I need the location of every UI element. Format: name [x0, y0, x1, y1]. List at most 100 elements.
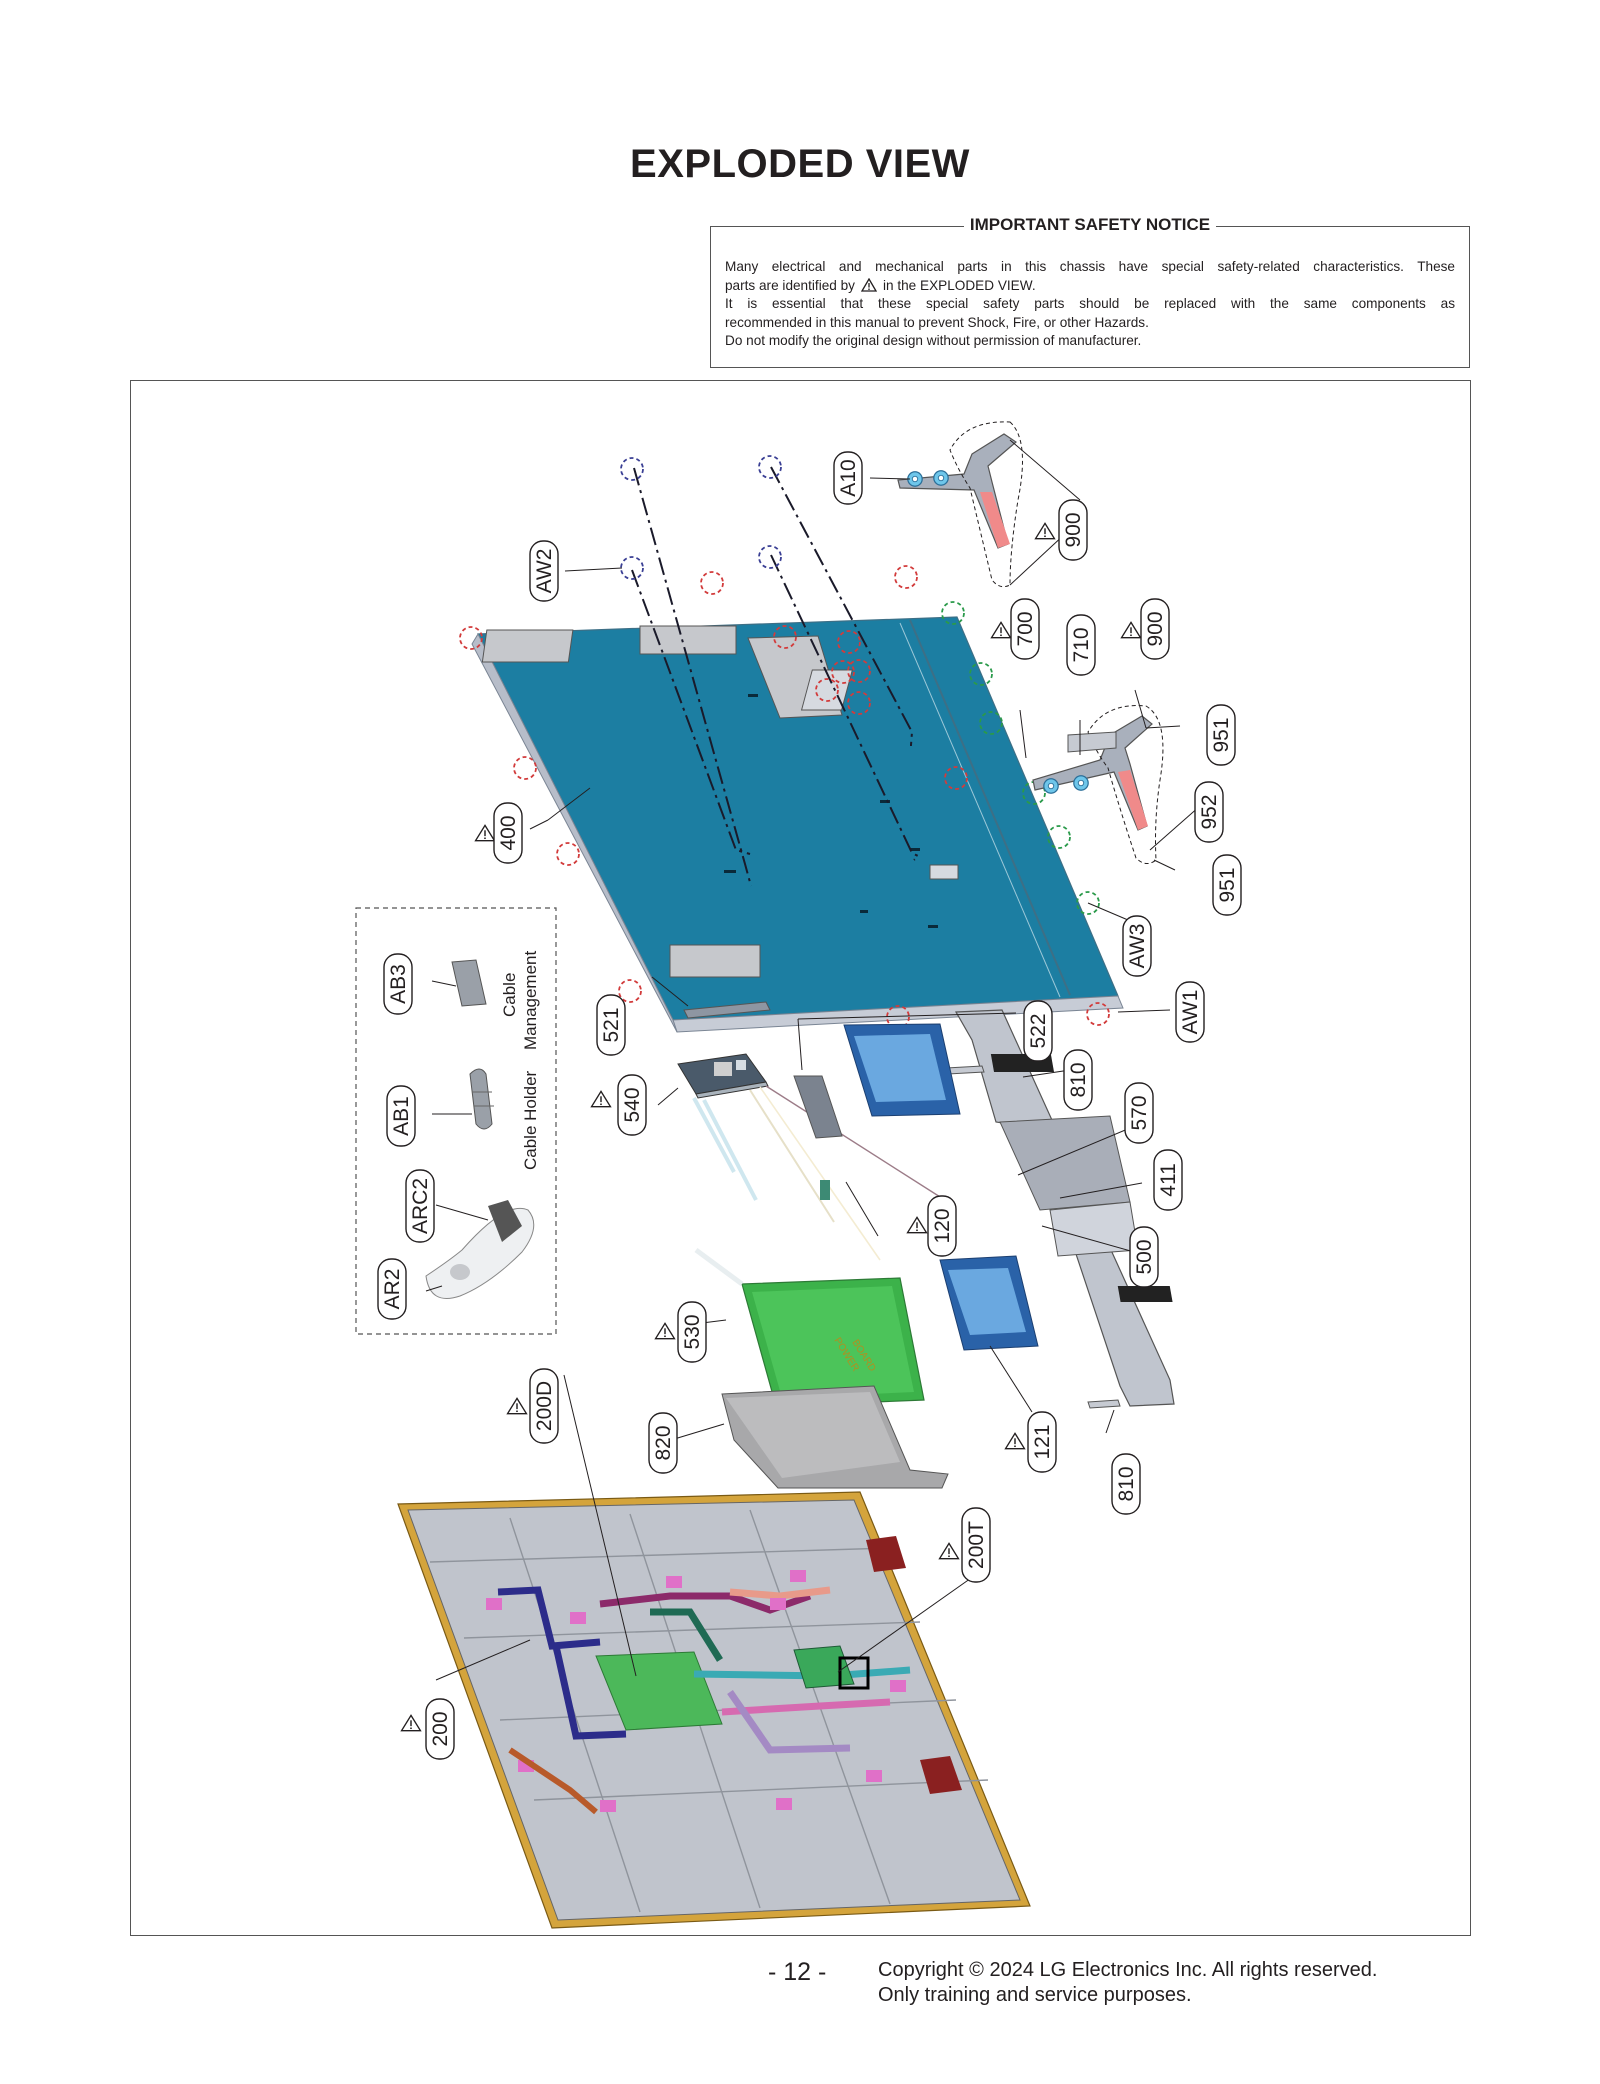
cable-management-label-2: Management: [521, 950, 540, 1050]
safety-notice-body: Many electrical and mechanical parts in …: [725, 258, 1455, 351]
warning-triangle-icon: [1034, 522, 1056, 540]
svg-text:810: 810: [1115, 1466, 1138, 1501]
callout-522: 522: [1023, 1000, 1053, 1062]
callout-AW1: AW1: [1175, 981, 1205, 1043]
notice-line-2-pre: parts are identified by: [725, 277, 855, 293]
callout-820: 820: [648, 1412, 678, 1474]
callout-810-b: 810: [1111, 1453, 1141, 1515]
svg-text:AW3: AW3: [1126, 924, 1149, 969]
svg-text:500: 500: [1133, 1239, 1156, 1274]
cable-holder-icon: [469, 1068, 494, 1130]
svg-text:522: 522: [1027, 1013, 1050, 1048]
notice-line-3: It is essential that these special safet…: [725, 296, 1455, 311]
warning-triangle-icon: [990, 621, 1012, 639]
notice-line-5: Do not modify the original design withou…: [725, 333, 1142, 348]
warning-triangle-icon: [506, 1397, 528, 1415]
callout-952: 952: [1194, 781, 1224, 843]
callout-710: 710: [1066, 614, 1096, 676]
callout-530: 530: [677, 1301, 707, 1363]
svg-text:570: 570: [1128, 1095, 1151, 1130]
cable-holder-label: Cable Holder: [521, 1070, 540, 1170]
svg-text:710: 710: [1070, 627, 1093, 662]
svg-text:ARC2: ARC2: [409, 1178, 432, 1234]
callout-AB3: AB3: [383, 953, 413, 1015]
warning-triangle-icon: [1004, 1432, 1026, 1450]
exploded-view-diagram: POWER BOARD: [355, 421, 1242, 1929]
svg-text:700: 700: [1014, 611, 1037, 646]
callout-400: 400: [493, 802, 523, 864]
power-board-530: POWER BOARD: [694, 1247, 925, 1407]
warning-triangle-icon: [654, 1322, 676, 1340]
stand-base-900-top: [897, 421, 1023, 588]
warning-triangle-icon: [860, 277, 877, 292]
stand-bracket-411: [954, 1009, 1175, 1407]
svg-text:521: 521: [600, 1007, 623, 1042]
svg-text:400: 400: [497, 815, 520, 850]
assembly-guide-lines: [631, 466, 920, 887]
display-module-200: [397, 1491, 1031, 1929]
svg-text:200T: 200T: [965, 1521, 988, 1569]
callout-900-lower: 900: [1140, 598, 1170, 660]
callout-AR2: AR2: [377, 1258, 407, 1320]
svg-text:530: 530: [681, 1314, 704, 1349]
svg-text:900: 900: [1062, 512, 1085, 547]
cable-management-clip-icon: [451, 959, 487, 1007]
callout-900-top: 900: [1058, 499, 1088, 561]
svg-text:810: 810: [1067, 1062, 1090, 1097]
speaker-board-120: [843, 1023, 1055, 1117]
warning-triangle-icon: [906, 1216, 928, 1234]
callout-121: 121: [1027, 1411, 1057, 1473]
page-title: EXPLODED VIEW: [630, 142, 970, 186]
callout-521: 521: [596, 994, 626, 1056]
warning-triangle-icon: [938, 1542, 960, 1560]
svg-text:120: 120: [931, 1208, 954, 1243]
callout-AW2: AW2: [529, 540, 559, 602]
notice-line-1: Many electrical and mechanical parts in …: [725, 259, 1455, 274]
notice-line-4: recommended in this manual to prevent Sh…: [725, 314, 1149, 330]
main-board-540: [677, 1001, 949, 1261]
callout-AW3: AW3: [1122, 915, 1152, 977]
callout-700: 700: [1010, 598, 1040, 660]
svg-text:540: 540: [621, 1087, 644, 1122]
callout-951-a: 951: [1206, 704, 1236, 766]
warning-triangle-icon: [474, 824, 496, 842]
callout-A10: A10: [833, 451, 863, 505]
callout-540: 540: [617, 1074, 647, 1136]
callout-951-b: 951: [1212, 854, 1242, 916]
svg-text:200D: 200D: [533, 1381, 556, 1431]
stand-base-900-lower: [1032, 705, 1164, 864]
copyright-notice: Copyright © 2024 LG Electronics Inc. All…: [878, 1958, 1377, 2008]
callout-500: 500: [1129, 1226, 1159, 1288]
svg-text:121: 121: [1031, 1424, 1054, 1459]
copyright-line-2: Only training and service purposes.: [878, 1984, 1192, 2006]
warning-triangle-icon: [1120, 621, 1142, 639]
svg-text:820: 820: [652, 1425, 675, 1460]
svg-text:AB3: AB3: [387, 964, 410, 1004]
svg-text:A10: A10: [837, 459, 860, 496]
svg-text:952: 952: [1198, 794, 1221, 829]
copyright-line-1: Copyright © 2024 LG Electronics Inc. All…: [878, 1959, 1378, 1981]
bracket-810-pieces: [945, 1065, 1121, 1409]
svg-text:951: 951: [1210, 717, 1233, 752]
callout-AB1: AB1: [386, 1085, 416, 1147]
callout-ARC2: ARC2: [405, 1169, 435, 1243]
safety-notice-box: IMPORTANT SAFETY NOTICE Many electrical …: [710, 215, 1470, 368]
callout-200D: 200D: [529, 1368, 559, 1444]
page-number: - 12 -: [768, 1958, 827, 1986]
safety-notice-title: IMPORTANT SAFETY NOTICE: [963, 215, 1217, 234]
callout-810-a: 810: [1063, 1049, 1093, 1111]
speaker-board-121: [939, 1255, 1173, 1351]
warning-triangle-icon: [590, 1090, 612, 1108]
warning-triangle-icon: [400, 1714, 422, 1732]
callout-200T: 200T: [961, 1507, 991, 1583]
callout-200: 200: [425, 1698, 455, 1760]
svg-text:AB1: AB1: [390, 1096, 413, 1136]
back-cover-400: [471, 616, 1124, 1033]
svg-text:900: 900: [1144, 611, 1167, 646]
callout-labels: A10 AW2 900 700 710 900 951 952 951 400 …: [377, 451, 1242, 1760]
callout-411: 411: [1153, 1149, 1183, 1211]
svg-text:951: 951: [1216, 867, 1239, 902]
shield-sheet-820: [721, 1385, 949, 1489]
svg-text:AW2: AW2: [533, 549, 556, 594]
